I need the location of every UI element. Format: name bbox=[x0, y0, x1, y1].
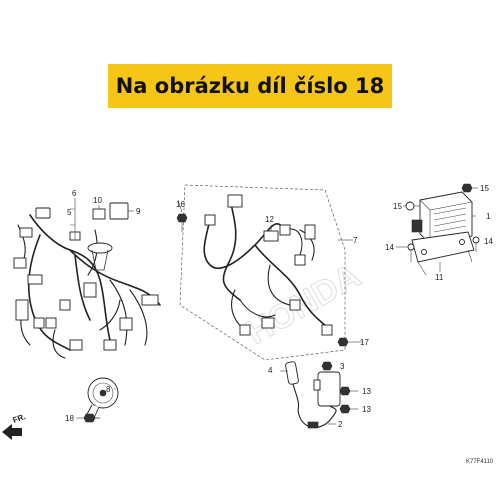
bolt-15-left bbox=[405, 201, 420, 211]
callout-11: 11 bbox=[435, 273, 444, 282]
banner-title: Na obrázku díl číslo 18 bbox=[108, 64, 392, 108]
watermark: HONDA bbox=[240, 257, 367, 352]
main-harness-left bbox=[13, 207, 161, 359]
control-unit-1 bbox=[411, 191, 473, 245]
callout-5: 5 bbox=[67, 208, 72, 217]
callout-15-left: 15 bbox=[393, 202, 402, 211]
leader-lines bbox=[70, 198, 476, 425]
callout-13-lower: 13 bbox=[362, 405, 371, 414]
bolt-14-right bbox=[472, 236, 480, 252]
callout-14-right: 14 bbox=[484, 237, 493, 246]
callout-16: 16 bbox=[176, 200, 185, 209]
bolt-13-upper bbox=[339, 386, 358, 396]
callout-17: 17 bbox=[360, 338, 369, 347]
connector-12 bbox=[263, 230, 279, 242]
front-direction-arrow bbox=[2, 424, 22, 440]
callout-18: 18 bbox=[65, 414, 74, 423]
spark-plug-cap-4 bbox=[285, 361, 300, 411]
callout-13-upper: 13 bbox=[362, 387, 371, 396]
callout-3: 3 bbox=[340, 362, 345, 371]
callout-7: 7 bbox=[353, 236, 358, 245]
callout-1: 1 bbox=[486, 212, 491, 221]
sub-harness-7 bbox=[203, 194, 333, 336]
callout-12: 12 bbox=[265, 215, 274, 224]
harness-group-box bbox=[179, 184, 346, 361]
callout-8: 8 bbox=[106, 385, 111, 394]
callout-2: 2 bbox=[338, 420, 343, 429]
bolt-13-lower bbox=[339, 404, 358, 414]
bolt-18 bbox=[83, 413, 100, 423]
bolt-16 bbox=[176, 213, 188, 232]
bolt-3 bbox=[321, 361, 333, 371]
callout-6: 6 bbox=[72, 189, 77, 198]
callout-15-right: 15 bbox=[480, 184, 489, 193]
relay-10 bbox=[92, 205, 106, 220]
diagram-code: K77F4110 bbox=[466, 459, 494, 465]
callout-10: 10 bbox=[93, 196, 102, 205]
bracket-11 bbox=[411, 231, 475, 276]
callout-4: 4 bbox=[268, 366, 273, 375]
callout-9: 9 bbox=[136, 207, 141, 216]
horn-8 bbox=[85, 377, 119, 419]
bolt-17 bbox=[337, 337, 354, 347]
callout-14-left: 14 bbox=[385, 243, 394, 252]
relay-9 bbox=[109, 202, 134, 220]
bolt-14-left bbox=[407, 243, 415, 262]
ignition-coil-2 bbox=[297, 371, 341, 429]
nut-15-top bbox=[461, 183, 473, 193]
front-direction-label: FR. bbox=[12, 412, 27, 425]
